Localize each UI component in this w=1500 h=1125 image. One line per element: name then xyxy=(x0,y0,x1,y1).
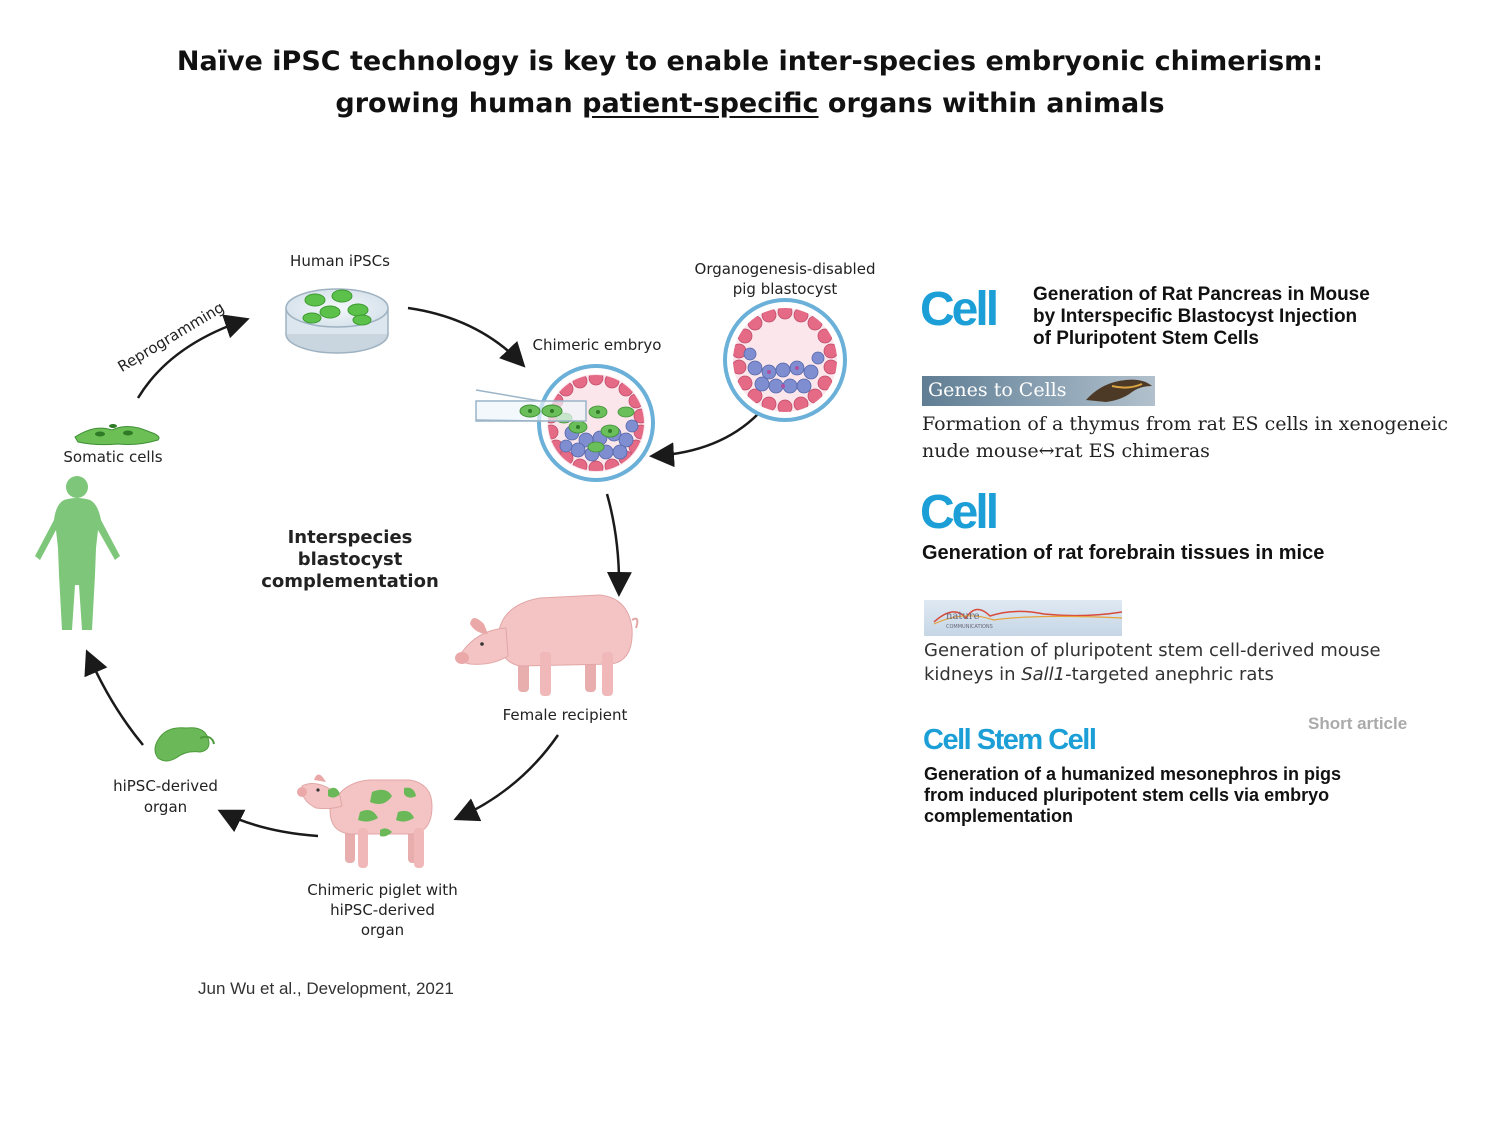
label-pig-blastocyst-line-2: pig blastocyst xyxy=(732,280,838,298)
arrow-organ-to-human xyxy=(84,649,144,746)
label-female-recipient: Female recipient xyxy=(502,706,628,724)
reference-2-title[interactable]: Formation of a thymus from rat ES cells … xyxy=(922,411,1448,465)
label-center-line-2: blastocyst xyxy=(297,549,403,570)
nature-wave-icon xyxy=(933,608,1122,625)
reference-5-title[interactable]: Generation of a humanized mesonephros in… xyxy=(924,764,1341,827)
chimeric-embryo-icon xyxy=(475,364,655,482)
human-figure-icon xyxy=(35,476,120,630)
source-citation: Jun Wu et al., Development, 2021 xyxy=(198,979,454,998)
title-line-2-post: organs within animals xyxy=(818,88,1165,119)
reference-3-title[interactable]: Generation of rat forebrain tissues in m… xyxy=(922,542,1325,564)
somatic-cells-icon xyxy=(74,424,160,446)
reference-4-line-2-post: -targeted anephric rats xyxy=(1065,664,1274,685)
arrow-embryo-to-recipient xyxy=(605,493,632,597)
label-piglet-line-2: hiPSC-derived xyxy=(330,901,435,919)
reference-5-line-2: from induced pluripotent stem cells via … xyxy=(924,785,1330,805)
reference-5-line-1: Generation of a humanized mesonephros in… xyxy=(924,764,1342,784)
reference-1-line-2: by Interspecific Blastocyst Injection xyxy=(1033,306,1358,327)
reference-1-line-1: Generation of Rat Pancreas in Mouse xyxy=(1033,284,1370,305)
label-chimeric-embryo: Chimeric embryo xyxy=(532,336,662,354)
nature-logo-text: nature xyxy=(946,611,980,622)
reference-4-line-2: kidneys in Sall1-targeted anephric rats xyxy=(924,663,1381,687)
label-interspecies-complementation: Interspecies blastocyst complementation xyxy=(255,527,445,593)
reference-4-line-1: Generation of pluripotent stem cell-deri… xyxy=(924,640,1381,661)
arrow-pig-blastocyst-to-embryo xyxy=(649,413,759,468)
cell-stem-cell-logo: Cell Stem Cell xyxy=(923,724,1097,756)
label-center-line-3: complementation xyxy=(261,571,439,592)
label-organ-line-1: hiPSC-derived xyxy=(113,777,218,795)
reference-4-line-2-pre: kidneys in xyxy=(924,664,1022,685)
genes-to-cells-logo: Genes to Cells xyxy=(928,379,1067,401)
title-line-2-pre: growing human xyxy=(335,88,583,119)
label-pig-blastocyst-line-1: Organogenesis-disabled xyxy=(694,260,876,278)
reference-2-line-2: nude mouse↔rat ES chimeras xyxy=(922,440,1210,462)
arrow-piglet-to-organ xyxy=(217,809,319,838)
arrow-to-chimeric-embryo xyxy=(407,306,526,368)
label-hipsc-derived-organ: hiPSC-derived organ xyxy=(98,776,233,818)
reference-1-title[interactable]: Generation of Rat Pancreas in Mouse by I… xyxy=(1033,284,1370,350)
reference-4-title[interactable]: Generation of pluripotent stem cell-deri… xyxy=(924,639,1381,687)
label-pig-blastocyst: Organogenesis-disabled pig blastocyst xyxy=(680,259,890,299)
injection-pipette-icon xyxy=(475,389,587,422)
label-organ-line-2: organ xyxy=(143,798,188,816)
label-piglet-line-1: Chimeric piglet with xyxy=(307,881,458,899)
arrow-reprogramming xyxy=(136,314,250,399)
gene-name-sall1: Sall1 xyxy=(1021,664,1066,685)
reference-1-line-3: of Pluripotent Stem Cells xyxy=(1033,328,1259,349)
title-line-2: growing human patient-specific organs wi… xyxy=(0,88,1500,119)
pancreas-organ-icon xyxy=(154,727,215,762)
short-article-tag: Short article xyxy=(1308,714,1408,733)
chimeric-piglet-icon xyxy=(297,774,433,868)
reference-2-line-1: Formation of a thymus from rat ES cells … xyxy=(922,413,1449,435)
title-underlined-phrase: patient-specific xyxy=(582,88,819,119)
nature-communications-banner: nature COMMUNICATIONS xyxy=(924,600,1122,636)
cell-logo-2: Cell xyxy=(920,486,999,539)
communications-logo-text: COMMUNICATIONS xyxy=(946,624,993,630)
female-recipient-pig-icon xyxy=(455,594,639,696)
label-center-line-1: Interspecies xyxy=(287,527,413,548)
label-piglet-line-3: organ xyxy=(360,921,405,939)
arrow-recipient-to-piglet xyxy=(453,734,560,822)
title-line-1: Naïve iPSC technology is key to enable i… xyxy=(176,46,1324,77)
label-chimeric-piglet: Chimeric piglet with hiPSC-derived organ xyxy=(290,880,475,940)
reference-5-line-3: complementation xyxy=(924,806,1074,826)
label-human-ipscs: Human iPSCs xyxy=(290,252,390,270)
petri-dish-icon xyxy=(285,288,389,354)
bird-icon xyxy=(1086,379,1152,402)
genes-to-cells-banner: Genes to Cells xyxy=(922,376,1155,406)
pig-blastocyst-icon xyxy=(723,298,847,422)
cell-logo-1: Cell xyxy=(920,283,999,336)
label-somatic-cells: Somatic cells xyxy=(63,448,163,466)
